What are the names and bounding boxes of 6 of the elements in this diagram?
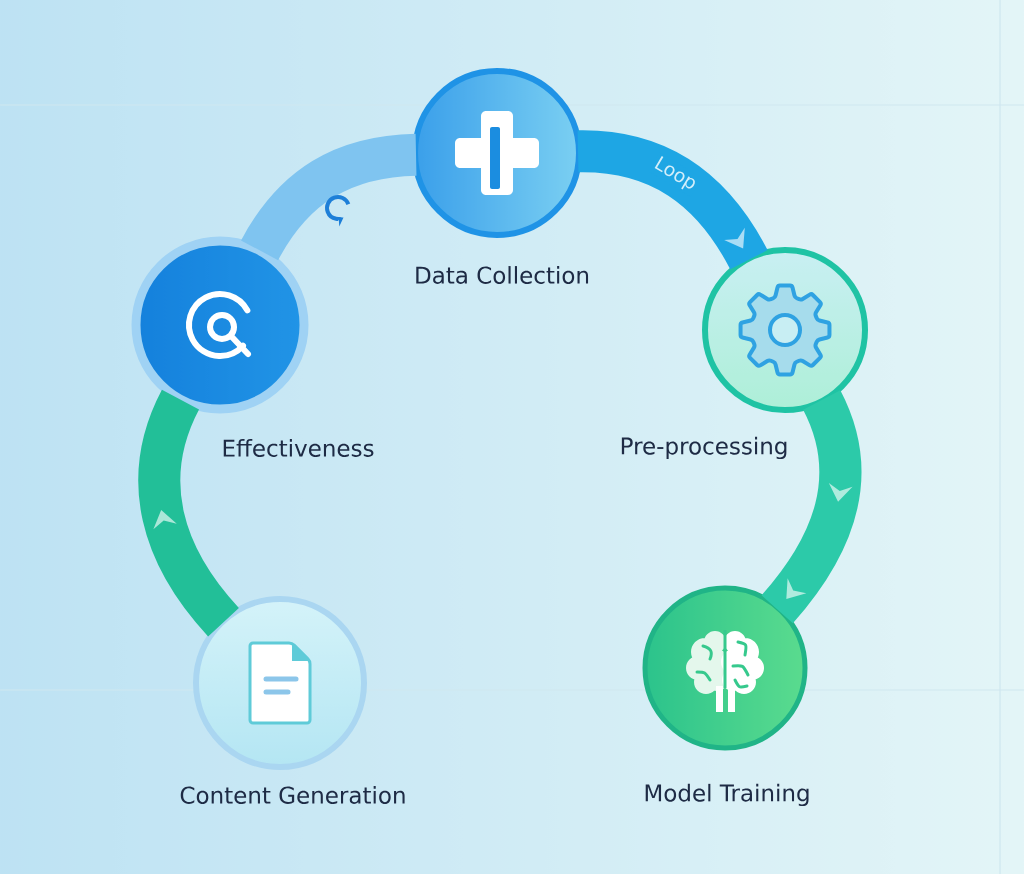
step-label: Data Collection: [416, 266, 589, 284]
step-label: Pre-processing: [621, 436, 787, 460]
step-label: Content Generation: [180, 786, 405, 804]
curved-arrow: [138, 390, 240, 636]
step-label: Effectiveness: [223, 439, 374, 457]
step-label: Model Training: [645, 783, 809, 807]
